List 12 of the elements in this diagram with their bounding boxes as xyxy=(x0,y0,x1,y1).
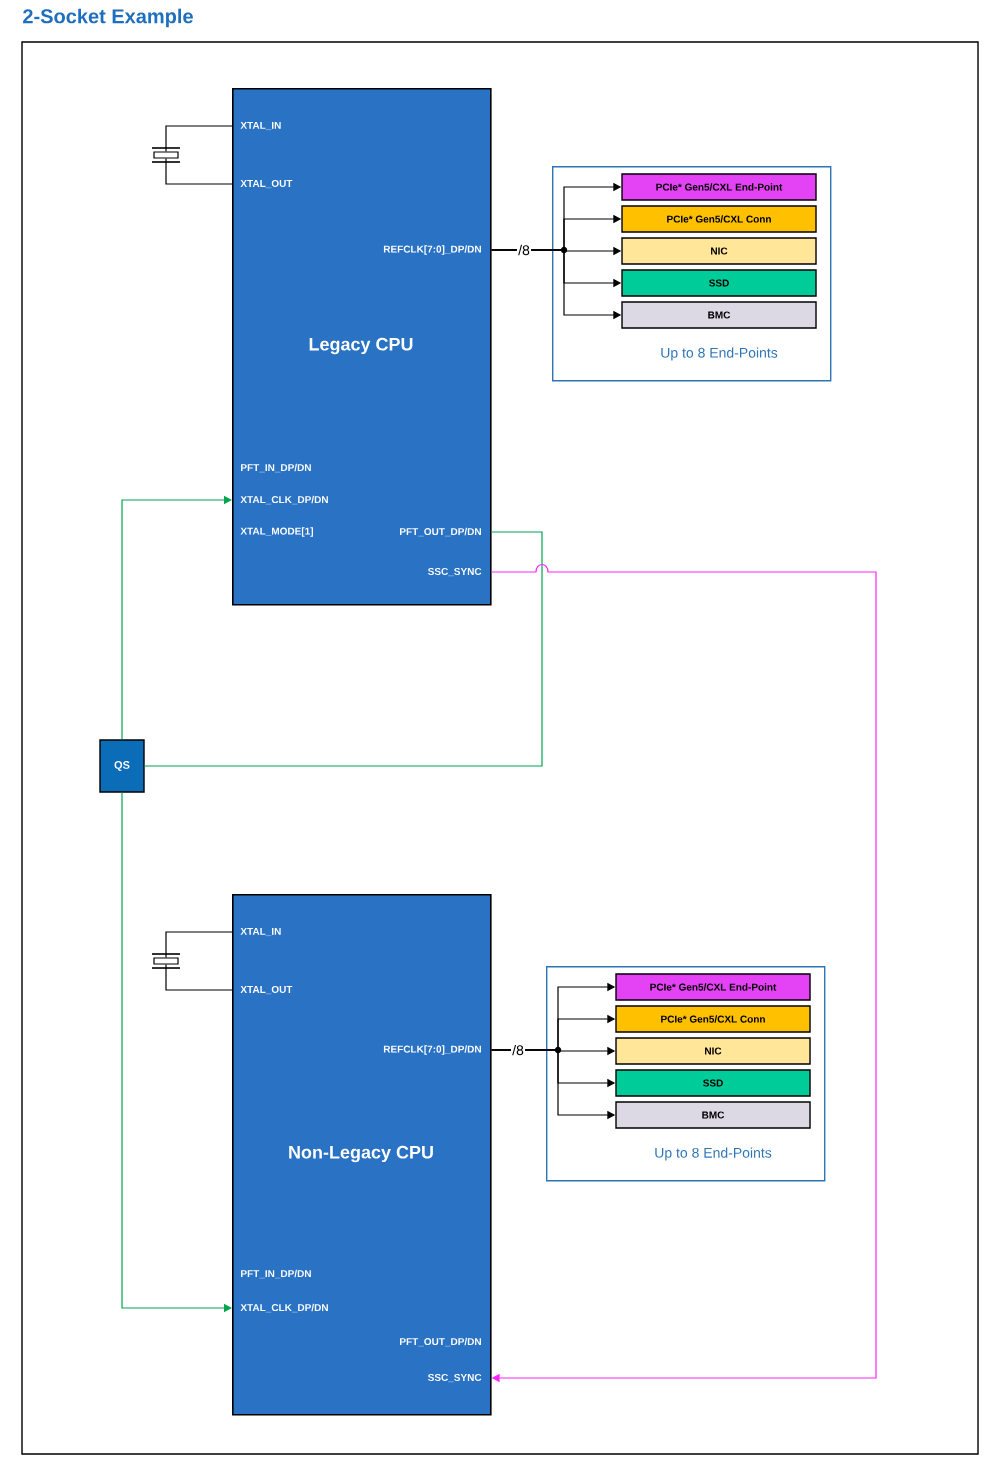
connector xyxy=(165,125,233,152)
connector xyxy=(165,158,233,185)
cpu-name: Legacy CPU xyxy=(309,337,413,355)
crystal-symbol xyxy=(151,147,181,163)
connector xyxy=(491,563,877,1383)
cpu-name: Non-Legacy CPU xyxy=(289,1145,433,1163)
crystal-symbol xyxy=(151,953,181,969)
title: 2-Socket Example xyxy=(23,8,193,28)
connector xyxy=(165,931,233,958)
connector xyxy=(165,964,233,991)
connector xyxy=(121,495,232,740)
connector xyxy=(144,531,543,767)
